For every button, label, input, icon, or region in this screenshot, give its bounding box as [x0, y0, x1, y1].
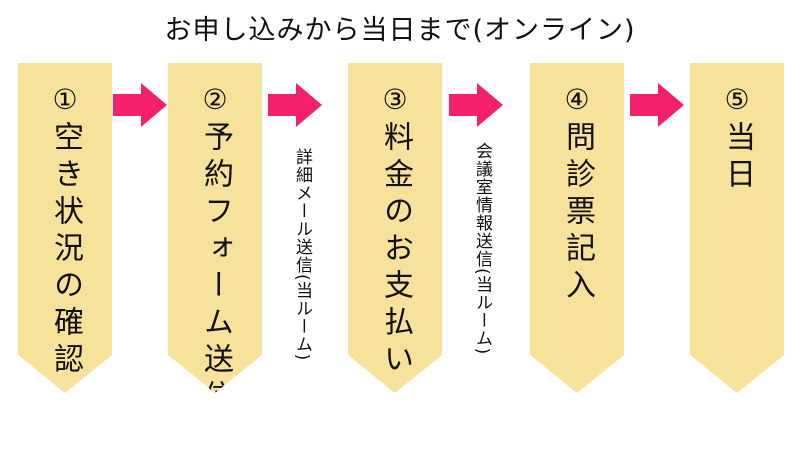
note-meeting-room-info: 会議室情報送信(当ルーム): [465, 142, 499, 355]
note-detail-email: 詳細メール送信(当ルーム): [285, 148, 319, 361]
flow-arrow-1: [113, 83, 167, 127]
step-3-number: ③: [382, 83, 408, 116]
right-arrow-icon: [449, 83, 503, 127]
step-5-box: ⑤ 当日: [690, 63, 784, 393]
flow-arrow-4: [630, 83, 684, 127]
note-detail-email-text: 詳細メール送信(当ルーム): [292, 148, 312, 362]
step-2-label: 予約フォーム送信: [198, 121, 233, 417]
flow-arrow-2: [268, 83, 322, 127]
note-meeting-room-info-text: 会議室情報送信(当ルーム): [472, 142, 492, 356]
step-4-box: ④ 問診票記入: [530, 63, 624, 393]
step-1-box: ① 空き状況の確認: [18, 63, 112, 393]
page-title: お申し込みから当日まで(オンライン): [164, 15, 636, 46]
step-2-box: ② 予約フォーム送信: [168, 63, 262, 393]
step-4-number: ④: [564, 83, 590, 116]
step-3-box: ③ 料金のお支払い: [348, 63, 442, 393]
step-1-number: ①: [52, 83, 78, 116]
step-5-label: 当日: [720, 121, 755, 195]
flow-arrow-3: [449, 83, 503, 127]
right-arrow-icon: [268, 83, 322, 127]
step-3-label: 料金のお支払い: [378, 121, 413, 380]
right-arrow-icon: [630, 83, 684, 127]
step-1-label: 空き状況の確認: [48, 121, 83, 380]
step-4-label: 問診票記入: [560, 121, 595, 306]
step-5-number: ⑤: [724, 83, 750, 116]
right-arrow-icon: [113, 83, 167, 127]
step-2-number: ②: [202, 83, 228, 116]
